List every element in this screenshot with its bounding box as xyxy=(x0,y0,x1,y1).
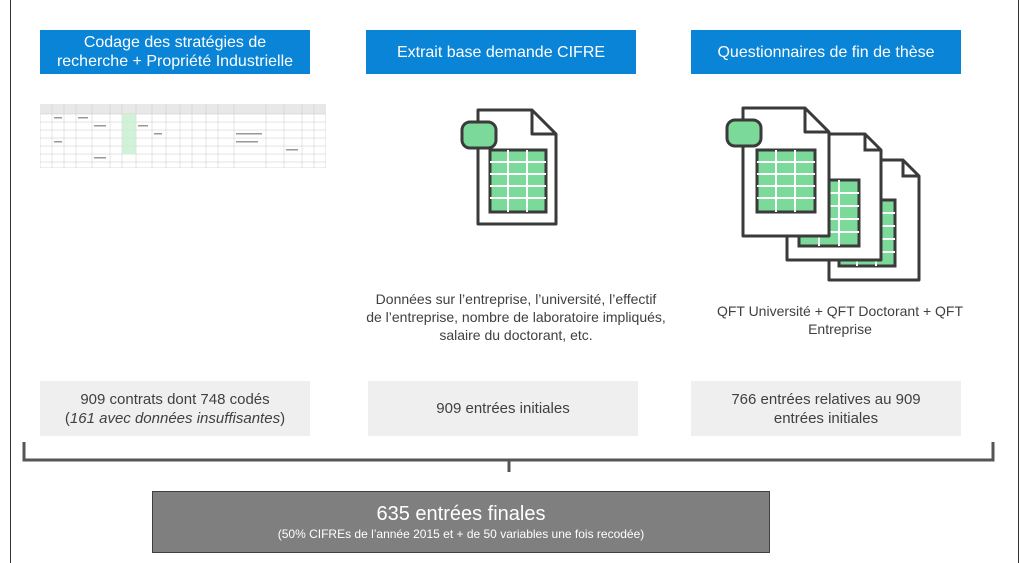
frame xyxy=(10,0,1019,563)
spreadsheet-file-icon xyxy=(460,108,558,226)
spreadsheet-thumbnail xyxy=(40,104,326,168)
header-questionnaires: Questionnaires de fin de thèse xyxy=(691,30,961,74)
description-extrait-cifre: Données sur l’entreprise, l’université, … xyxy=(366,291,666,343)
count-codage-line2: (161 avec données insuffisantes) xyxy=(64,409,286,427)
count-extrait-cifre: 909 entrées initiales xyxy=(436,400,570,417)
stacked-spreadsheet-files-icon xyxy=(725,106,921,282)
count-box-extrait-cifre: 909 entrées initiales xyxy=(368,381,638,436)
count-box-codage: 909 contrats dont 748 codés (161 avec do… xyxy=(40,381,310,436)
count-questionnaires: 766 entrées relatives au 909 entrées ini… xyxy=(731,390,921,427)
grouping-brace xyxy=(22,442,995,472)
count-codage-line1: 909 contrats dont 748 codés xyxy=(80,390,270,408)
count-box-questionnaires: 766 entrées relatives au 909 entrées ini… xyxy=(691,381,961,436)
count-codage-italic: 161 avec données insuffisantes xyxy=(69,409,281,427)
description-questionnaires: QFT Université + QFT Doctorant + QFT Ent… xyxy=(716,303,964,337)
final-entries-box: 635 entrées finales (50% CIFREs de l’ann… xyxy=(152,491,770,553)
final-title: 635 entrées finales xyxy=(376,503,546,525)
header-extrait-cifre: Extrait base demande CIFRE xyxy=(366,30,636,74)
header-codage: Codage des stratégies de recherche + Pro… xyxy=(40,30,310,74)
final-subtitle: (50% CIFREs de l’année 2015 et + de 50 v… xyxy=(277,527,645,541)
